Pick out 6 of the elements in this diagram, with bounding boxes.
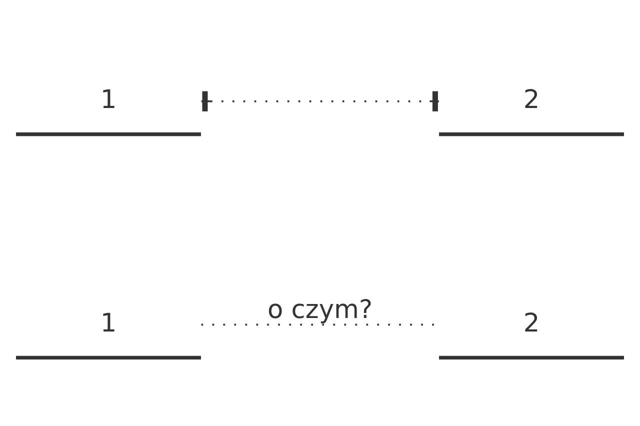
node-text: 1 (100, 308, 117, 338)
node-text: 2 (523, 308, 540, 338)
edge-label: o czym? (267, 294, 373, 325)
connector (201, 91, 439, 112)
node-text: 1 (100, 85, 117, 116)
node-text: 2 (523, 85, 540, 116)
